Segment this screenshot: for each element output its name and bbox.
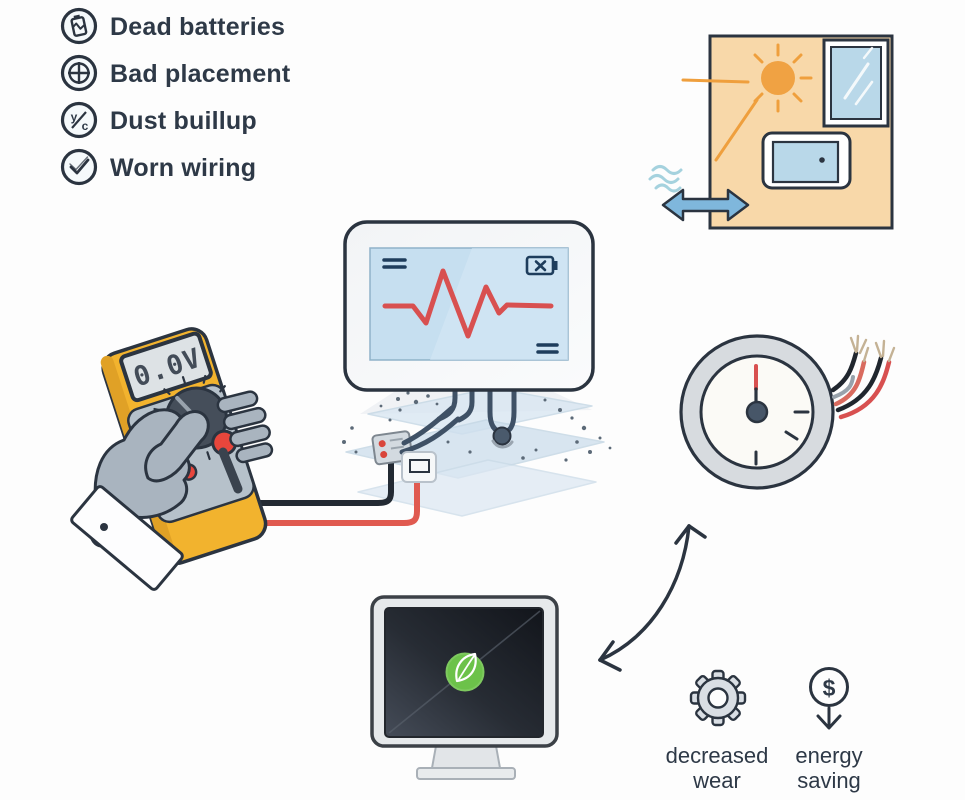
smart-thermostat: [343, 220, 595, 392]
cuff-button: [100, 523, 108, 531]
dead-battery-glyph: [70, 14, 88, 37]
benefit-label-line2: wear: [692, 768, 741, 793]
room-diagram: [648, 34, 894, 230]
issues-list: Dead batteries Bad placement y c Dust bu…: [60, 7, 291, 186]
list-item-bad-placement: Bad placement: [60, 54, 291, 92]
multimeter-lcd: [119, 331, 213, 403]
dust-specks: [342, 391, 612, 462]
airflow-arrow-icon: [661, 188, 750, 222]
hand: [70, 390, 274, 591]
thermostat-dot: [819, 157, 825, 163]
menu-lines-icon: [382, 258, 407, 269]
issue-label: Bad placement: [110, 60, 291, 88]
eco-monitor: [370, 595, 559, 780]
dollar-symbol: $: [823, 675, 836, 701]
sun-icon: [681, 43, 813, 162]
fraction-glyph-bottom: c: [82, 119, 89, 133]
fingers: [216, 390, 274, 464]
cycle-arrow-icon: [598, 524, 707, 672]
sleeve-cuff: [70, 485, 184, 591]
issue-label: Dust buillup: [110, 107, 257, 135]
probe-plug: [218, 447, 243, 494]
dead-battery-x-icon: [525, 255, 558, 276]
board-components: [371, 405, 461, 483]
draft-waves-icon: [648, 165, 683, 193]
gear-icon: [689, 669, 747, 727]
list-item-dead-batteries: Dead batteries: [60, 7, 285, 45]
component-box: [401, 451, 437, 483]
list-item-worn-wiring: Worn wiring: [60, 148, 256, 186]
benefit-label-line2: saving: [797, 768, 861, 793]
benefit-label-line1: decreased: [666, 743, 769, 768]
pulse-waveform: [382, 268, 554, 339]
thumb: [144, 410, 210, 483]
monitor-neck: [430, 745, 502, 769]
fraction-glyph-top: y: [71, 110, 78, 124]
window: [822, 38, 890, 128]
bare-wire-tips: [849, 334, 896, 363]
benefits: decreased wear $ energy saving: [666, 667, 863, 793]
wall-thermostat: [761, 131, 852, 190]
list-item-dust-buildup: y c Dust buillup: [60, 101, 257, 139]
benefit-decreased-wear: decreased wear: [666, 669, 769, 793]
monitor-base: [416, 767, 516, 780]
eco-badge: [445, 652, 485, 692]
gauge-hub: [745, 400, 769, 424]
benefit-energy-saving: $ energy saving: [795, 667, 863, 793]
benefit-label-line1: energy: [795, 743, 862, 768]
frayed-wires: [830, 334, 896, 420]
issue-label: Worn wiring: [110, 154, 256, 182]
gauge-ticks: [754, 410, 810, 466]
bottom-lines-icon: [536, 343, 559, 354]
leaf-icon: [455, 652, 477, 683]
gauge: [679, 334, 896, 490]
thermostat-wires: [436, 379, 517, 449]
dollar-arrow-down-icon: $: [809, 667, 849, 730]
issue-label: Dead batteries: [110, 13, 285, 41]
